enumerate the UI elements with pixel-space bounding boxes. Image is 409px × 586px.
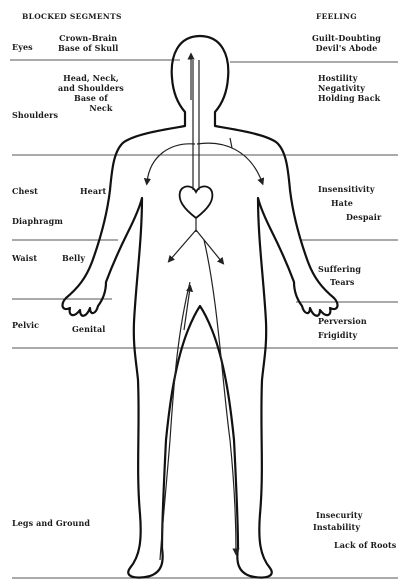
left-arm-flow-arrow — [147, 144, 195, 182]
label-hostility: Hostility Negativity Holding Back — [318, 73, 380, 103]
label-insensitivity: Insensitivity — [318, 184, 375, 194]
label-lack-of-roots: Lack of Roots — [334, 540, 396, 550]
label-shoulders: Shoulders — [12, 110, 58, 120]
label-head-neck-shoulders: Head, Neck, and Shoulders Base of Neck — [58, 73, 124, 113]
shoulder-tick — [230, 138, 232, 148]
label-diaphragm: Diaphragm — [12, 216, 63, 226]
label-insecurity: Insecurity — [316, 510, 362, 520]
label-chest: Chest — [12, 186, 38, 196]
label-crown-brain: Crown-Brain Base of Skull — [58, 33, 118, 53]
label-despair: Despair — [346, 212, 381, 222]
human-silhouette-outline — [63, 36, 338, 578]
label-instability: Instability — [313, 522, 360, 532]
heart-right-arrow — [196, 230, 222, 262]
label-pelvic: Pelvic — [12, 320, 39, 330]
label-perversion: Perversion — [318, 316, 367, 326]
heart-left-arrow — [170, 230, 196, 260]
right-leg-flow-line — [204, 240, 236, 552]
label-eyes: Eyes — [12, 42, 33, 52]
label-suffering: Suffering — [318, 264, 361, 274]
label-genital: Genital — [72, 324, 105, 334]
label-guilt-doubting: Guilt-Doubting Devil's Abode — [312, 33, 381, 53]
heart-shape — [180, 186, 213, 218]
label-tears: Tears — [330, 277, 355, 287]
label-legs-and-ground: Legs and Ground — [12, 518, 90, 528]
label-heart: Heart — [80, 186, 106, 196]
right-arm-flow-arrow — [197, 143, 262, 182]
label-belly: Belly — [62, 253, 85, 263]
header-feeling: FEELING — [316, 12, 357, 22]
header-blocked-segments: BLOCKED SEGMENTS — [22, 12, 122, 22]
label-frigidity: Frigidity — [318, 330, 357, 340]
label-hate: Hate — [331, 198, 353, 208]
label-waist: Waist — [12, 253, 37, 263]
